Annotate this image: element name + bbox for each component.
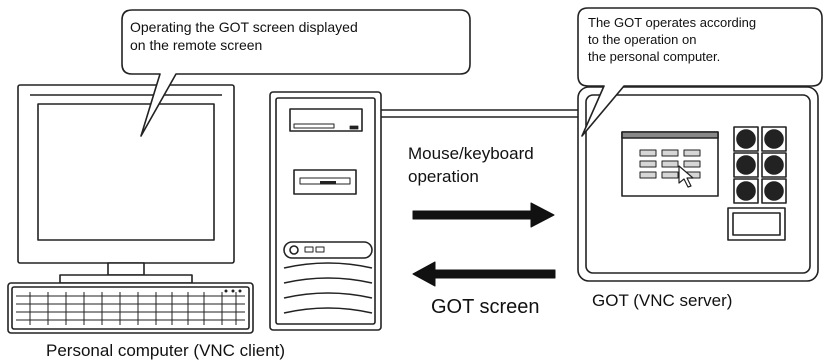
callout-pc-bubble [121,9,471,137]
back-arrow [412,261,556,287]
forward-arrow-label-line2: operation [408,167,479,186]
pc-keyboard [7,282,254,334]
callout-pc-line1: Operating the GOT screen displayed [130,19,358,35]
network-cable [381,109,582,118]
back-arrow-label: GOT screen [431,296,540,318]
callout-pc-line2: on the remote screen [130,37,263,53]
callout-got-line2: to the operation on [588,32,697,47]
forward-arrow-label-line1: Mouse/keyboard [408,144,534,163]
got-device [577,86,819,282]
forward-arrow [412,202,555,228]
pc-monitor [17,84,235,284]
callout-got-line3: the personal computer. [588,49,721,64]
pc-caption: Personal computer (VNC client) [46,341,286,360]
got-caption: GOT (VNC server) [592,291,733,310]
callout-got-line1: The GOT operates according [588,15,757,30]
pc-tower [269,91,382,331]
callout-got-bubble [577,7,823,137]
